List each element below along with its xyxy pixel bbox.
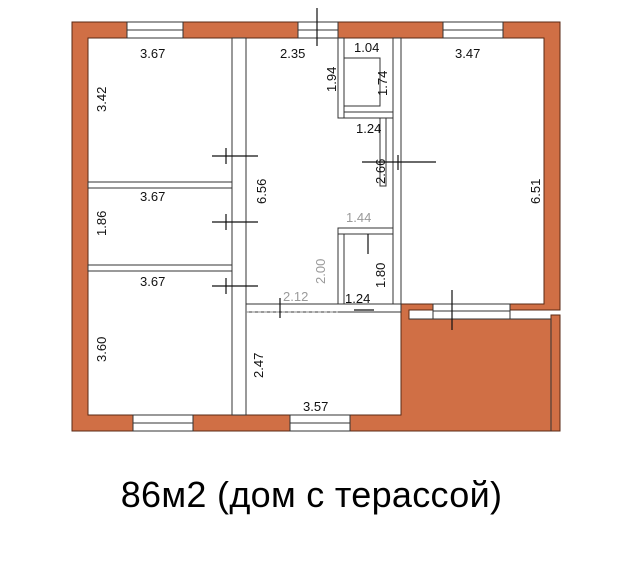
partition-closet-top <box>337 227 394 235</box>
dim-room1-height: 3.42 <box>94 87 109 112</box>
window-bottom-left <box>132 414 194 432</box>
dim-closet-width: 1.44 <box>346 210 371 225</box>
plan-caption: 86м2 (дом с терассой) <box>120 474 503 515</box>
dim-room3-height: 3.60 <box>94 337 109 362</box>
dim-right-width: 3.47 <box>455 46 480 61</box>
dim-bath-width: 1.04 <box>354 40 379 55</box>
partition-bath-bottom <box>343 111 394 119</box>
partition-left-vertical <box>231 37 247 416</box>
dim-mid-height: 2.66 <box>373 159 388 184</box>
bath-inner <box>344 57 381 107</box>
window-top-left <box>126 21 184 39</box>
dim-right-height: 6.51 <box>528 179 543 204</box>
dim-mid-wall: 1.24 <box>356 121 381 136</box>
dim-room3-width: 3.67 <box>140 274 165 289</box>
window-top-right <box>442 21 504 39</box>
door-marks <box>212 148 436 318</box>
partition-hall <box>245 303 402 313</box>
window-bottom-center <box>289 414 351 432</box>
dim-room2-width: 3.67 <box>140 189 165 204</box>
dim-hall-small: 1.24 <box>345 291 370 306</box>
partition-bath-left <box>337 37 345 119</box>
dim-room2-height: 1.86 <box>94 211 109 236</box>
dim-corridor-length: 6.56 <box>254 179 269 204</box>
partition-right-vertical <box>392 37 402 305</box>
dim-top-center: 2.35 <box>280 46 305 61</box>
exterior-wall <box>71 21 561 432</box>
window-top-center <box>297 8 339 46</box>
dim-bottom-width: 3.57 <box>303 399 328 414</box>
partition-room2-room3 <box>87 264 233 272</box>
dim-closet-height: 1.80 <box>373 263 388 288</box>
dim-bath-small: 1.94 <box>324 67 339 92</box>
dim-hall-width: 2.12 <box>283 289 308 304</box>
partition-room1-room2 <box>87 181 233 189</box>
dim-room1-width: 3.67 <box>140 46 165 61</box>
dim-bath-height: 1.74 <box>375 71 390 96</box>
window-terrace <box>432 290 511 330</box>
partition-closet <box>337 227 345 305</box>
dim-center-height: 2.00 <box>313 259 328 284</box>
dim-lower-height: 2.47 <box>251 353 266 378</box>
partition-mid-left <box>379 117 387 187</box>
